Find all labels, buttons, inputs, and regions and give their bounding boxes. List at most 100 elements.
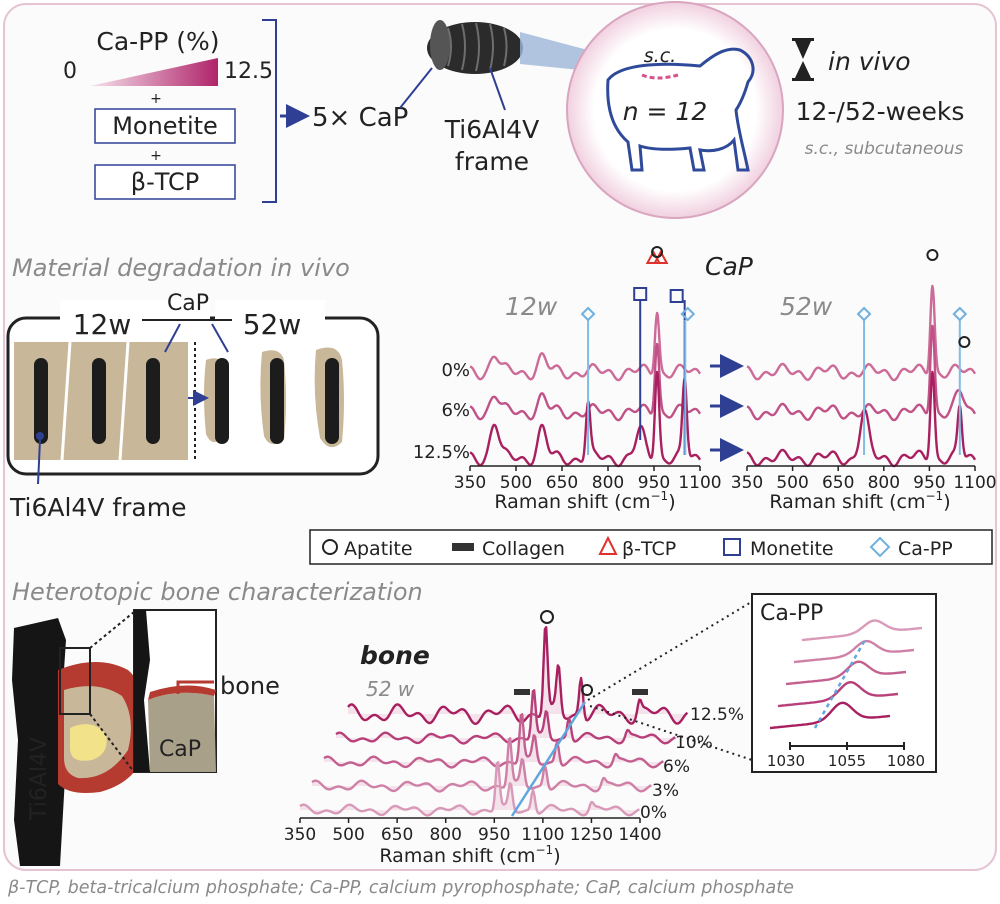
hourglass-icon bbox=[792, 38, 814, 81]
bracket bbox=[262, 19, 277, 203]
inset-trace bbox=[801, 619, 923, 642]
legend-apatite: Apatite bbox=[344, 538, 413, 560]
xlabel-52w: Raman shift (cm−1) bbox=[769, 489, 950, 513]
apatite-marker bbox=[540, 610, 554, 624]
frame-strut bbox=[215, 358, 229, 444]
x-tick-label: 650 bbox=[822, 473, 854, 493]
ca-pp-marker bbox=[952, 306, 968, 322]
spectrum-trace bbox=[469, 311, 702, 382]
x-tick-label: 950 bbox=[913, 473, 945, 493]
plus-sign-1: + bbox=[150, 91, 162, 107]
frame-pointer-low bbox=[37, 439, 41, 485]
footer-abbreviations: β-TCP, beta-tricalcium phosphate; Ca-PP,… bbox=[7, 878, 794, 898]
waterfall-fill bbox=[312, 738, 652, 792]
implant-label: Ti6Al4V bbox=[27, 737, 52, 821]
x-tick-label: 350 bbox=[454, 473, 486, 493]
inset-bone bbox=[148, 685, 216, 700]
x-tick-label: 800 bbox=[429, 825, 461, 845]
x-tick-label: 1100 bbox=[521, 825, 564, 845]
frame-label-line2: frame bbox=[455, 147, 529, 176]
x-tick-label: 800 bbox=[592, 473, 624, 493]
label-12w: 12w bbox=[73, 308, 132, 341]
inset-trace bbox=[777, 681, 899, 708]
implant-site bbox=[641, 73, 679, 80]
frame-strut bbox=[146, 358, 160, 444]
bone-chart-sub: 52 w bbox=[366, 677, 415, 701]
x-tick-label: 650 bbox=[546, 473, 578, 493]
synthesis-group: Ca-PP (%) 0 12.5 + Monetite + β-TCP 5× C… bbox=[63, 19, 408, 203]
x-tick-label: 500 bbox=[332, 825, 364, 845]
waterfall-trace bbox=[335, 689, 676, 745]
panel-52w-label: 52w bbox=[780, 292, 833, 321]
ca-pp-gradient bbox=[90, 58, 218, 86]
x-tick-label: 500 bbox=[776, 473, 808, 493]
bone-title: Heterotopic bone characterization bbox=[12, 578, 423, 606]
cap-spectra-title: CaP bbox=[705, 252, 754, 281]
apatite-marker bbox=[958, 336, 971, 348]
inset-cap bbox=[148, 692, 216, 772]
bone-row-10: 10% bbox=[675, 733, 713, 753]
weeks-label: 12-/52-weeks bbox=[796, 97, 965, 126]
x-tick-label: 800 bbox=[868, 473, 900, 493]
monetite-marker bbox=[633, 287, 648, 301]
spectrum-trace bbox=[746, 370, 977, 468]
sc-label: s.c. bbox=[644, 45, 676, 67]
sheep-outline bbox=[606, 47, 755, 172]
monetite-label: Monetite bbox=[112, 112, 218, 140]
sc-note: s.c., subcutaneous bbox=[805, 139, 964, 159]
inset-tick-1080: 1080 bbox=[887, 752, 925, 770]
collagen-marker bbox=[632, 689, 648, 695]
inset-trace bbox=[769, 701, 891, 730]
ca-pp-marker bbox=[856, 306, 872, 322]
marrow-area bbox=[70, 724, 107, 761]
bone-schematic: Ti6Al4V CaP bone bbox=[12, 609, 280, 866]
zoom-box bbox=[59, 647, 91, 715]
ca-pp-marker bbox=[680, 306, 696, 322]
traces-52w bbox=[746, 249, 977, 468]
frame-strut bbox=[325, 358, 339, 444]
bone-row-12-5: 12.5% bbox=[690, 705, 744, 725]
row-label-12-5: 12.5% bbox=[413, 442, 470, 463]
bone-row-6: 6% bbox=[663, 757, 690, 777]
monetite-icon bbox=[723, 538, 741, 556]
x-tick-label: 350 bbox=[284, 825, 316, 845]
x-tick-label: 1100 bbox=[953, 473, 996, 493]
legend-collagen: Collagen bbox=[482, 538, 565, 560]
timing-group: in vivo 12-/52-weeks s.c., subcutaneous bbox=[792, 38, 964, 159]
x-tick-label: 500 bbox=[500, 473, 532, 493]
inset-box bbox=[751, 593, 937, 773]
ca-pp-inset: Ca-PP 1030 1055 1080 bbox=[751, 593, 937, 773]
waterfall-fill bbox=[324, 714, 664, 768]
n-label: n = 12 bbox=[623, 97, 708, 126]
apatite-marker bbox=[926, 249, 939, 261]
btcp-box bbox=[94, 164, 236, 200]
bone-chart-title: bone bbox=[360, 641, 430, 670]
degradation-schematic: 12w 52w CaP Ti6Al4V frame bbox=[6, 291, 380, 522]
btcp-icon bbox=[598, 535, 618, 555]
frame-cylinder bbox=[427, 20, 523, 74]
ca-pp-peak-line bbox=[510, 701, 587, 817]
ca-pp-label: Ca-PP (%) bbox=[96, 27, 219, 56]
apatite-icon bbox=[322, 539, 338, 555]
bone-row-3: 3% bbox=[652, 781, 679, 801]
result-pointer bbox=[399, 67, 433, 109]
legend-box bbox=[309, 529, 993, 565]
result-label: 5× CaP bbox=[312, 103, 408, 133]
spectrum-trace bbox=[469, 370, 702, 468]
row-label-6: 6% bbox=[441, 400, 470, 421]
label-mask-left bbox=[60, 300, 210, 336]
ca-pp-icon bbox=[869, 536, 891, 558]
spectrum-trace bbox=[746, 284, 977, 382]
implant-group: Ti6Al4V frame bbox=[399, 20, 640, 176]
waterfall-trace bbox=[299, 761, 640, 817]
x-tick-label: 1400 bbox=[618, 825, 661, 845]
ca-pp-marker bbox=[580, 306, 596, 322]
waterfall-fill bbox=[300, 762, 640, 816]
waterfall-fill bbox=[348, 627, 688, 724]
frame-strut bbox=[270, 358, 284, 444]
bone-row-0: 0% bbox=[640, 803, 667, 823]
monetite-marker bbox=[669, 289, 684, 303]
